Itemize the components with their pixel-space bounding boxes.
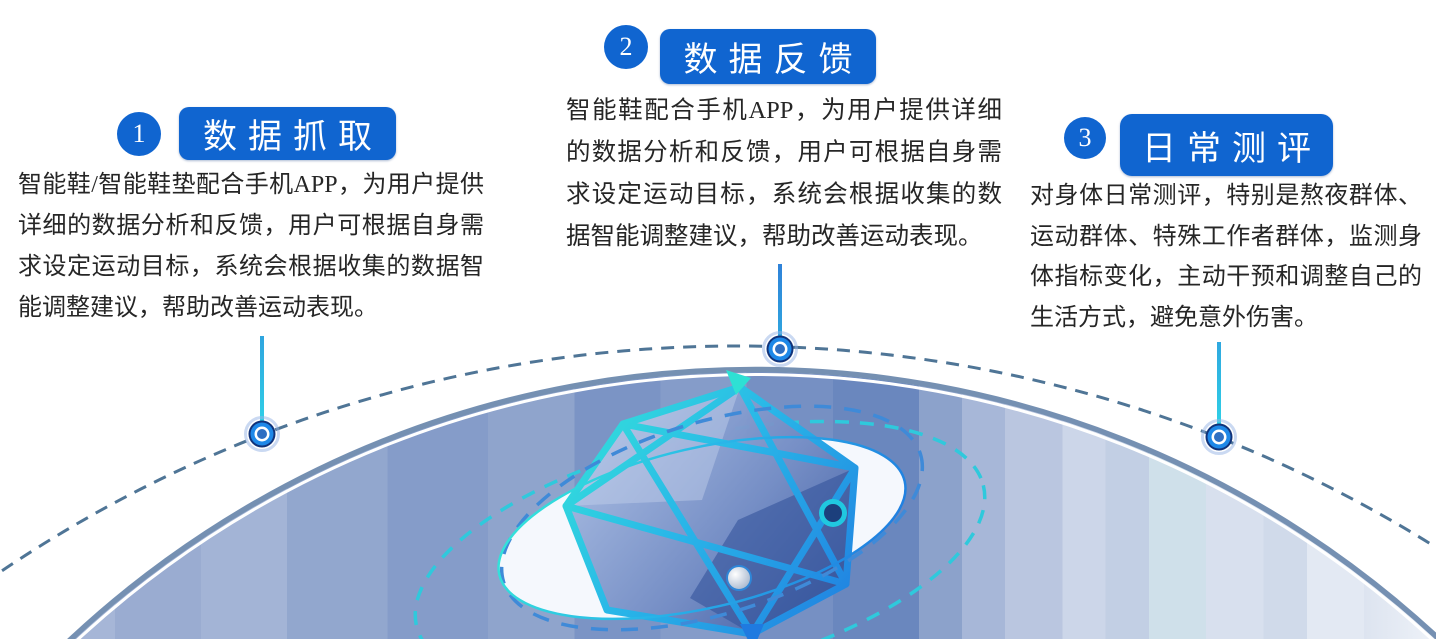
connector-lines — [260, 264, 1221, 429]
section-title: 数据反馈 — [683, 42, 864, 79]
section-title-pill: 数据反馈 — [660, 29, 876, 84]
icosahedron-orbits-group — [413, 370, 987, 639]
step-number-badge: 3 — [1064, 117, 1106, 159]
step-number: 2 — [619, 32, 633, 61]
connector-node-icon-1 — [244, 416, 280, 452]
step-number: 3 — [1078, 123, 1092, 152]
section-body-text: 智能鞋/智能鞋垫配合手机APP，为用户提供详细的数据分析和反馈，用户可根据自身需… — [18, 172, 484, 321]
section-title-pill: 日常测评 — [1120, 114, 1333, 176]
connector-nodes — [244, 331, 1237, 455]
arrow-down-icon — [740, 624, 764, 639]
step-number-badge: 2 — [604, 25, 648, 69]
connector-node-icon-2 — [762, 331, 798, 367]
section-body-text: 对身体日常测评，特别是熬夜群体、运动群体、特殊工作者群体，监测身体指标变化，主动… — [1030, 183, 1422, 331]
orbit-ring-blue-dashed — [499, 404, 925, 632]
section-body-text: 智能鞋配合手机APP，为用户提供详细的数据分析和反馈，用户可根据自身需求设定运动… — [566, 97, 1002, 250]
section-title-pill: 数据抓取 — [179, 107, 396, 160]
step-number: 1 — [132, 119, 146, 148]
arrow-up-icon — [726, 370, 751, 395]
icosahedron-icon — [562, 370, 859, 639]
section-title: 日常测评 — [1142, 130, 1322, 168]
orbit-sphere-bottom — [726, 565, 752, 591]
dashed-arc — [0, 344, 1436, 575]
section-title: 数据抓取 — [203, 119, 383, 156]
step-number-badge: 1 — [117, 112, 161, 156]
orbit-ring-outline — [497, 435, 907, 621]
orbit-sphere-right — [819, 499, 847, 527]
connector-node-icon-3 — [1201, 419, 1237, 455]
